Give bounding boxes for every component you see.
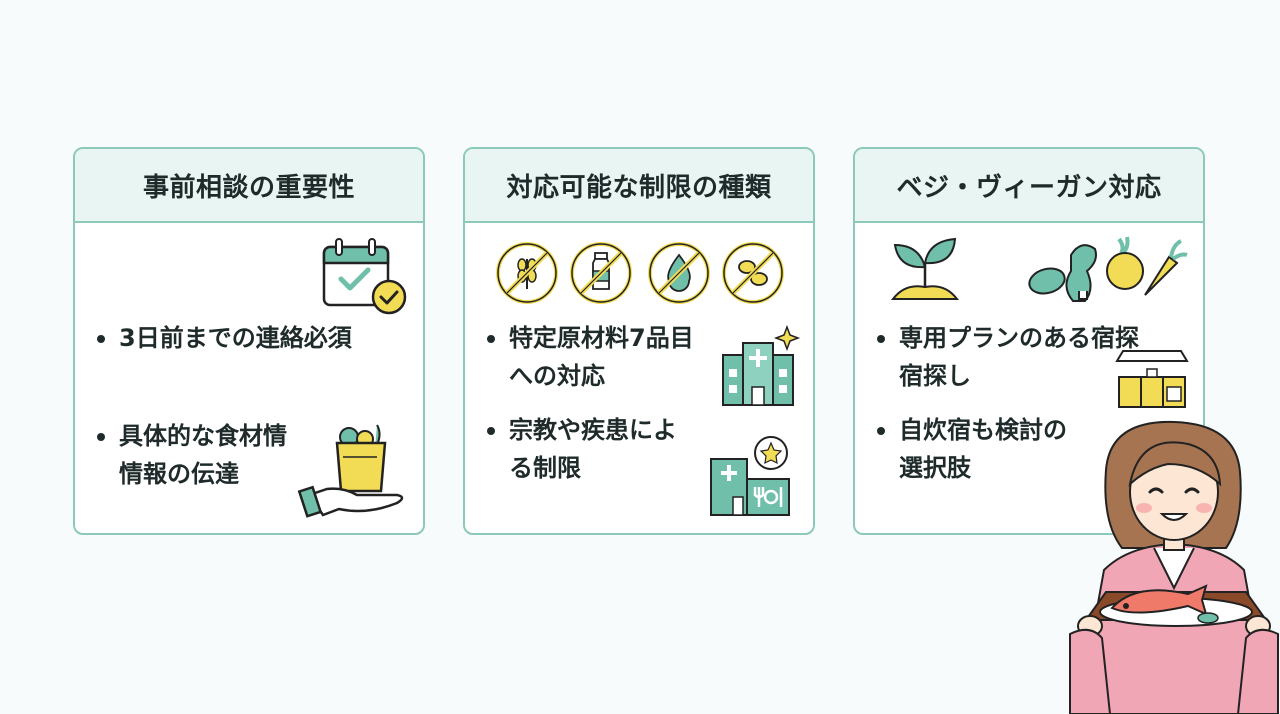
hospital-icon	[722, 324, 801, 406]
no-egg-icon	[648, 242, 710, 304]
card-consultation: 事前相談の重要性 3日前までの連絡必須 具体的な食材情 情報の伝達	[73, 147, 425, 535]
calendar-check-icon	[322, 238, 407, 315]
bullet-dedicated-plan: 専用プランのある宿探 宿探し	[877, 319, 1139, 395]
card-vegetarian-vegan: ベジ・ヴィーガン対応 専用プランのある宿探 宿探し 自炊宿も検討の 選択肢	[853, 147, 1205, 535]
bullet-religion-illness: 宗教や疾患によ る制限	[487, 411, 677, 487]
card-title: 対応可能な制限の種類	[465, 149, 813, 223]
sprout-icon	[890, 237, 960, 300]
bullet-specified-allergens: 特定原材料7品目 への対応	[487, 319, 694, 395]
card-title: 事前相談の重要性	[75, 149, 423, 223]
card-restriction-types: 対応可能な制限の種類 特定原材料7品目 への対応	[463, 147, 815, 535]
grocery-bag-hand-icon	[297, 424, 404, 518]
no-peanut-icon	[722, 242, 784, 304]
bullet-ingredient-info: 具体的な食材情 情報の伝達	[97, 417, 287, 493]
no-wheat-icon	[496, 242, 558, 304]
kitchen-icon	[1115, 350, 1189, 408]
no-milk-icon	[570, 242, 632, 304]
woman-in-kimono-illustration	[1069, 420, 1279, 714]
bullet-self-catering: 自炊宿も検討の 選択肢	[877, 411, 1067, 487]
hospital-restaurant-icon	[710, 436, 790, 516]
card-title: ベジ・ヴィーガン対応	[855, 149, 1203, 223]
bullet-contact-deadline: 3日前までの連絡必須	[97, 319, 352, 357]
vegetables-icon	[1028, 236, 1188, 302]
